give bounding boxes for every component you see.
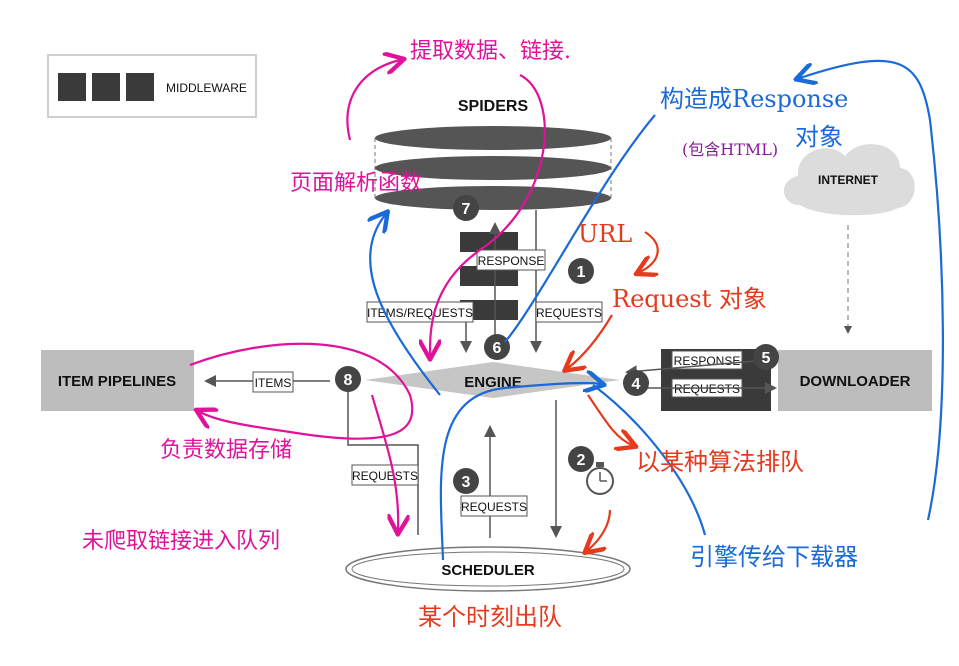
blue-annotation-strokes: [370, 59, 944, 561]
items-requests-label: ITEMS/REQUESTS: [367, 306, 473, 320]
requests-dl-label: REQUESTS: [674, 382, 740, 396]
step-4: 4: [632, 376, 641, 393]
clock-icon: [586, 462, 614, 495]
downloader-component: DOWNLOADER: [778, 350, 932, 411]
annotation-extract-data: 提取数据、链接.: [410, 39, 571, 64]
annotation-contains-html: (包含HTML): [682, 140, 778, 159]
item-pipelines-component: ITEM PIPELINES: [41, 350, 194, 411]
internet-label: INTERNET: [818, 173, 879, 187]
internet-cloud: INTERNET: [783, 144, 915, 216]
spider-disc: [375, 156, 611, 180]
middleware-swatch: [92, 73, 120, 101]
items-label: ITEMS: [255, 376, 292, 390]
requests-sched-label: REQUESTS: [461, 500, 527, 514]
middleware-legend: MIDDLEWARE: [47, 54, 257, 118]
spider-disc: [375, 186, 611, 210]
engine-label: ENGINE: [464, 374, 522, 391]
annotation-request-object: Request 对象: [612, 285, 767, 313]
annotation-engine-to-downloader: 引擎传给下载器: [690, 543, 858, 571]
scheduler-label: SCHEDULER: [441, 562, 535, 579]
spiders-component: SPIDERS: [374, 98, 612, 210]
annotation-construct-response: 构造成Response: [660, 85, 848, 113]
annotation-page-parse: 页面解析函数: [290, 171, 422, 196]
annotation-object: 对象: [795, 123, 843, 151]
middleware-swatch: [126, 73, 154, 101]
scheduler-component: SCHEDULER: [345, 546, 631, 592]
step-7: 7: [462, 201, 471, 218]
step-3: 3: [462, 474, 471, 491]
item-pipelines-label: ITEM PIPELINES: [58, 373, 176, 390]
spider-middleware: [460, 232, 518, 320]
engine-component: ENGINE: [365, 362, 620, 398]
annotation-sort-algorithm: 以某种算法排队: [636, 448, 804, 476]
red-annotation-strokes: [568, 231, 658, 550]
annotation-uncrawled-queue: 未爬取链接进入队列: [82, 529, 280, 554]
spiders-label: SPIDERS: [458, 98, 529, 115]
step-1: 1: [577, 264, 586, 281]
requests-left-label: REQUESTS: [352, 469, 418, 483]
annotation-dequeue: 某个时刻出队: [418, 603, 562, 631]
downloader-label: DOWNLOADER: [800, 373, 911, 390]
step-markers: 1 2 3 4 5 6 7 8: [335, 195, 779, 494]
step-5: 5: [762, 350, 771, 367]
requests-top-label: REQUESTS: [536, 306, 602, 320]
spider-disc: [375, 126, 611, 150]
downloader-middleware: RESPONSE REQUESTS: [661, 349, 771, 411]
annotation-url: URL: [578, 220, 632, 248]
middleware-swatch: [58, 73, 86, 101]
step-2: 2: [577, 452, 586, 469]
step-6: 6: [493, 340, 502, 357]
annotation-storage: 负责数据存储: [160, 438, 292, 463]
legend-label: MIDDLEWARE: [166, 81, 247, 95]
pink-annotation-strokes: [189, 60, 546, 530]
response-top-label: RESPONSE: [478, 254, 545, 268]
step-8: 8: [344, 372, 353, 389]
